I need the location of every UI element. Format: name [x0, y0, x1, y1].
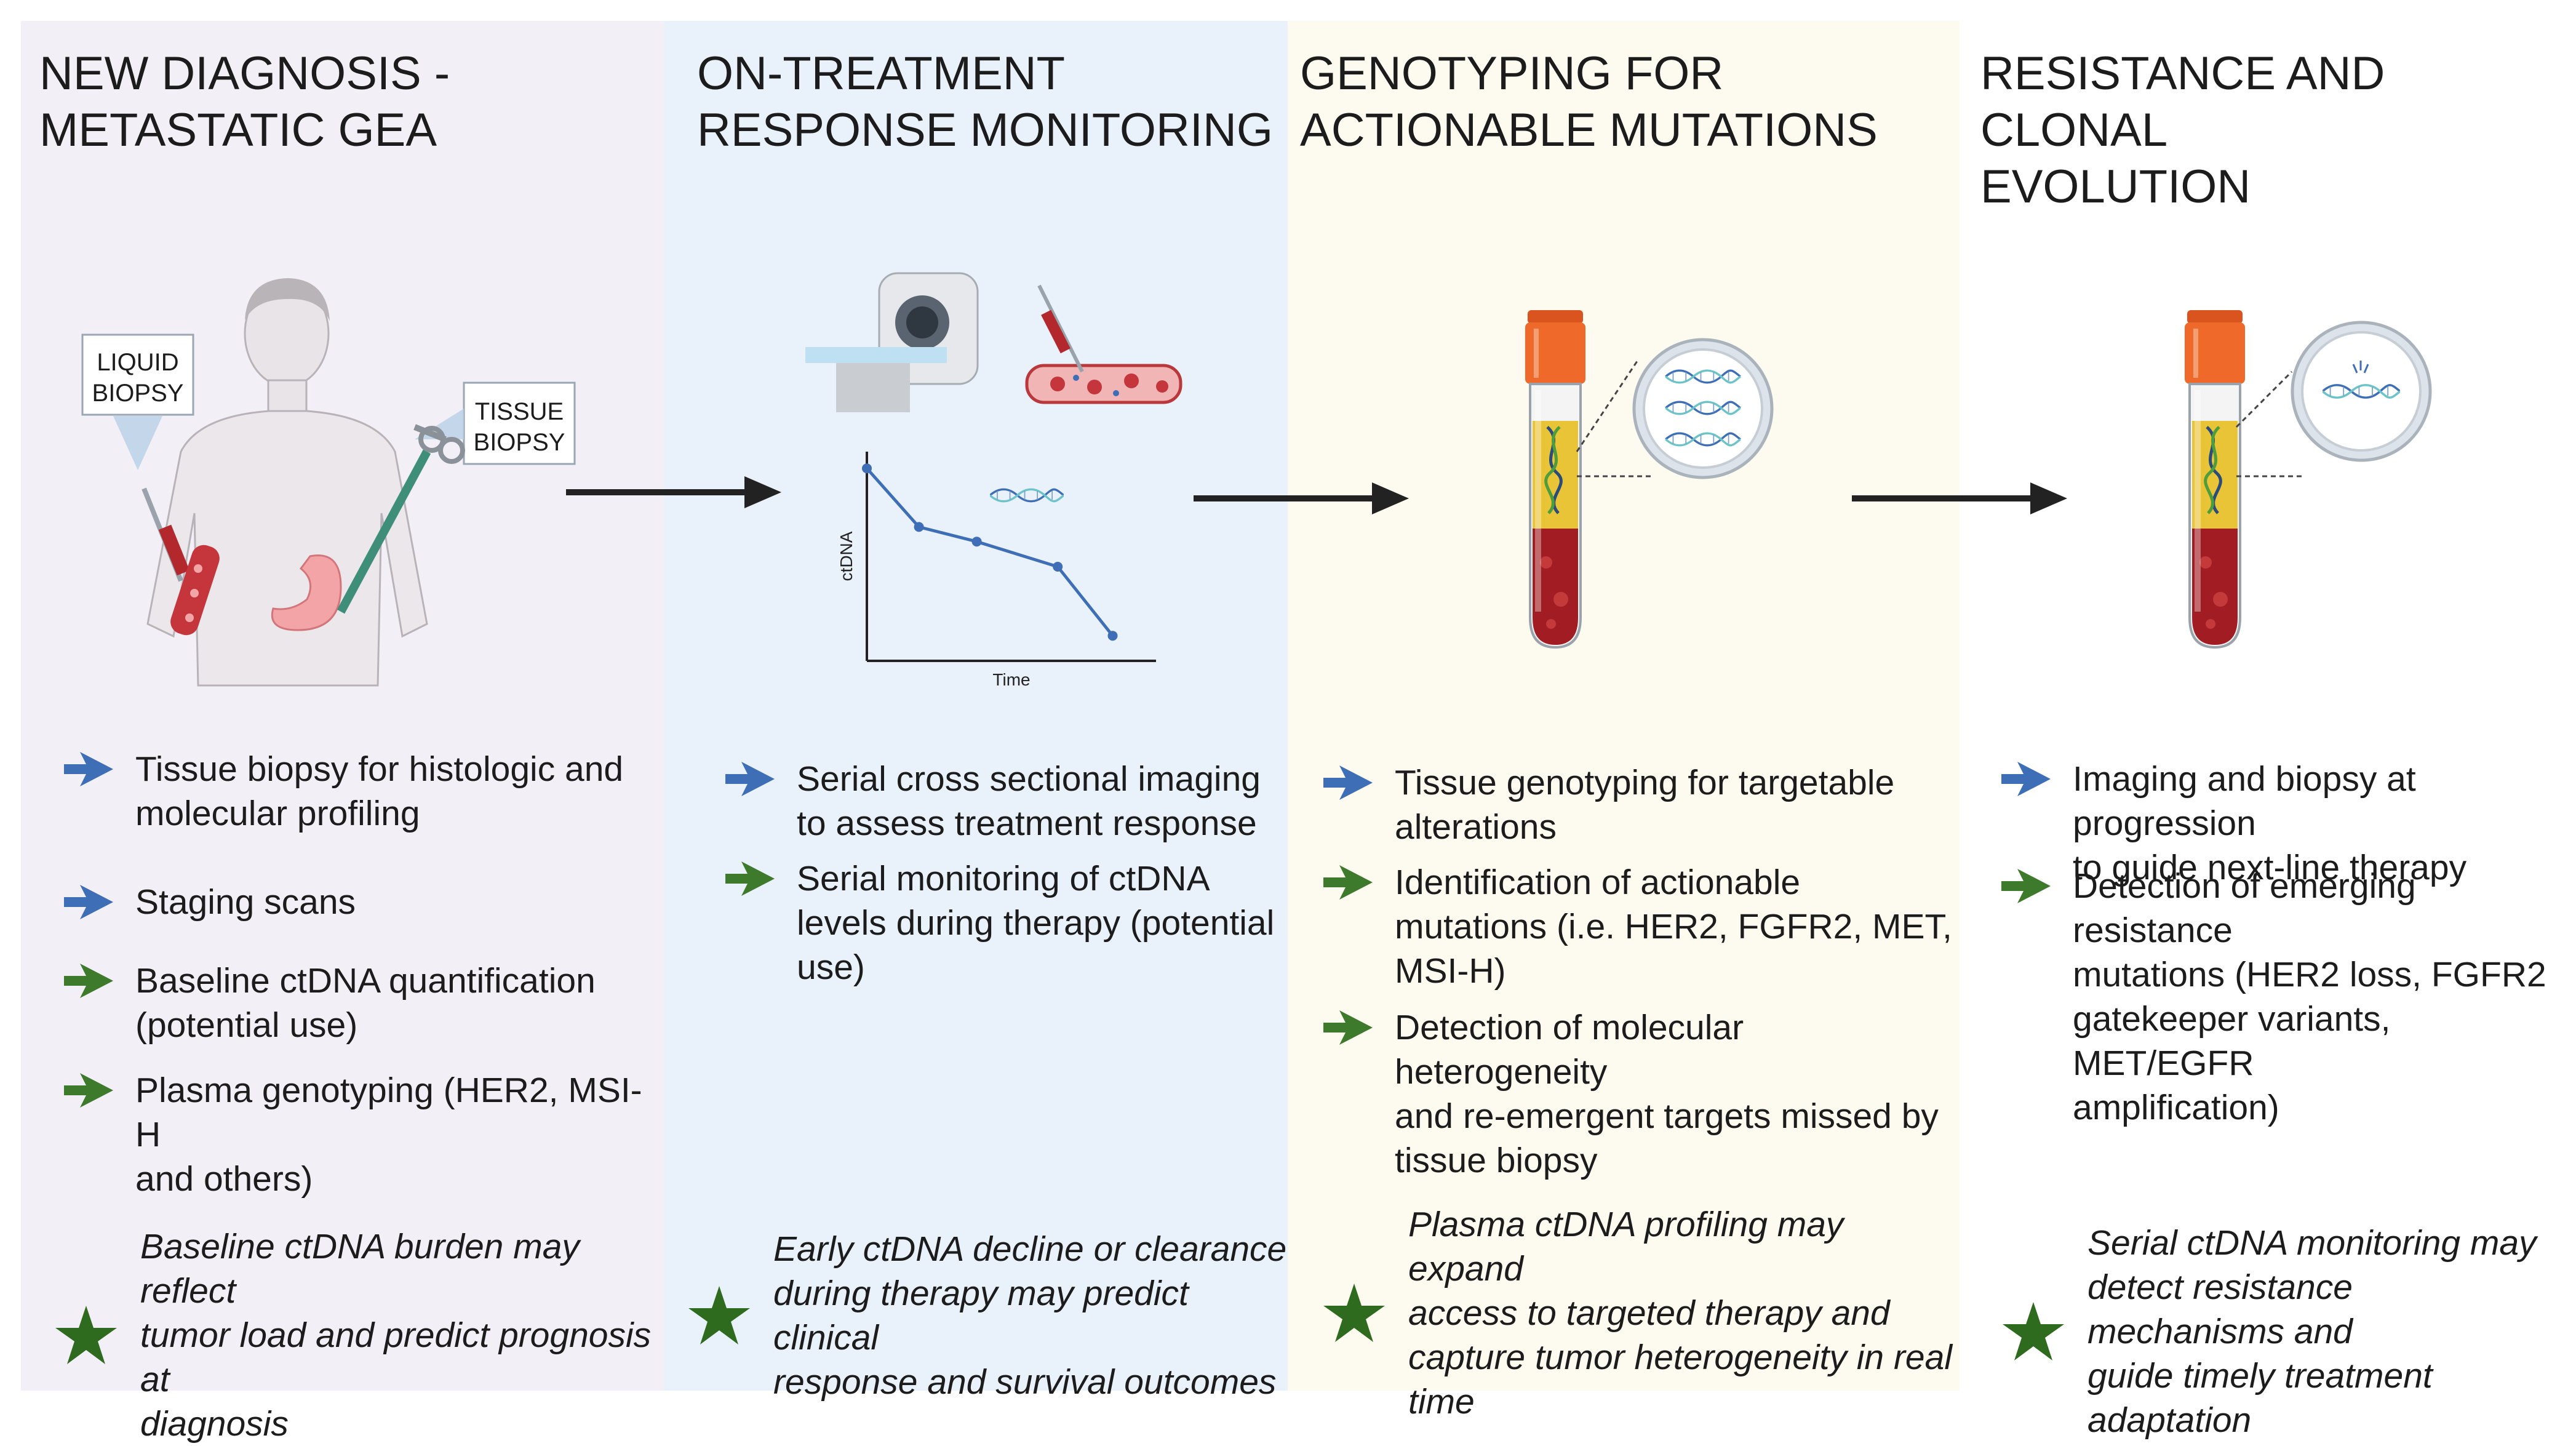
key-point: Serial ctDNA monitoring may detect resis…: [2001, 1221, 2555, 1442]
magnified-dna-icon: [2235, 321, 2432, 477]
bullet-item: Detection of molecular heterogeneity and…: [1323, 1005, 1960, 1183]
flow-arrow-icon: [566, 476, 781, 508]
bullet-item: Plasma genotyping (HER2, MSI-H and other…: [64, 1068, 664, 1201]
bullet-text: Tissue biopsy for histologic and molecul…: [135, 749, 624, 833]
key-point-text: Serial ctDNA monitoring may detect resis…: [2088, 1223, 2537, 1440]
star-icon: [687, 1285, 751, 1346]
bullet-text: Imaging and biopsy at progression to gui…: [2073, 759, 2467, 887]
bullet-item: Tissue biopsy for histologic and molecul…: [64, 747, 623, 836]
bullet-item: Baseline ctDNA quantification (potential…: [64, 959, 596, 1047]
magnified-dna-icon: [1576, 338, 1774, 479]
panel-title: ON-TREATMENT RESPONSE MONITORING: [697, 47, 1274, 156]
green-arrow-icon: [2001, 868, 2051, 905]
bullet-text: Plasma genotyping (HER2, MSI-H and other…: [135, 1071, 642, 1199]
panel-genotyping: GENOTYPING FOR ACTIONABLE MUTATIONS Tiss…: [1288, 21, 1960, 1421]
green-arrow-icon: [64, 962, 113, 999]
blue-arrow-icon: [1323, 764, 1373, 801]
bullet-item: Staging scans: [64, 880, 356, 924]
blood-tube-icon: [1525, 310, 1585, 647]
chart-y-label: ctDNA: [837, 531, 856, 581]
blue-arrow-icon: [64, 884, 113, 921]
bullet-text: Detection of emerging resistance mutatio…: [2073, 866, 2546, 1127]
bullet-item: Identification of actionable mutations (…: [1323, 860, 1952, 993]
green-arrow-icon: [64, 1072, 113, 1109]
monitoring-illustration: ctDNA Time: [805, 272, 1182, 689]
blue-arrow-icon: [725, 761, 775, 797]
tissue-biopsy-text: TISSUE BIOPSY: [473, 398, 565, 456]
stomach-icon: [271, 554, 342, 631]
ctdna-chart: ctDNA Time: [837, 452, 1156, 689]
syringe-icon: [142, 487, 190, 582]
star-icon: [54, 1304, 118, 1366]
ctdna-point: [1053, 562, 1063, 572]
bullet-text: Serial cross sectional imaging to assess…: [797, 759, 1261, 843]
ct-scanner-icon: [805, 272, 979, 412]
patient-biopsy-illustration: [81, 278, 576, 687]
bullet-text: Baseline ctDNA quantification (potential…: [135, 961, 596, 1045]
key-point: Plasma ctDNA profiling may expand access…: [1322, 1202, 1960, 1424]
panel-title: NEW DIAGNOSIS - METASTATIC GEA: [39, 47, 450, 156]
ctdna-point: [862, 463, 872, 474]
resistance-illustration: [1960, 292, 2432, 735]
bullet-item: Serial monitoring of ctDNA levels during…: [725, 857, 1274, 989]
panel-new-diagnosis: NEW DIAGNOSIS - METASTATIC GEA: [21, 21, 664, 1444]
blue-arrow-icon: [64, 751, 113, 788]
liquid-biopsy-callout: [81, 334, 194, 470]
blood-tube-icon: [2185, 310, 2245, 647]
ctdna-point: [914, 522, 924, 532]
flow-arrow-icon: [1852, 482, 2067, 514]
bullet-item: Detection of emerging resistance mutatio…: [2001, 864, 2555, 1130]
flow-arrow-icon: [1194, 482, 1409, 514]
green-arrow-icon: [1323, 1009, 1373, 1046]
key-point: Baseline ctDNA burden may reflect tumor …: [54, 1224, 664, 1446]
ctdna-point: [971, 537, 982, 547]
star-icon: [1322, 1282, 1386, 1344]
genotyping-illustration: [1288, 292, 1774, 735]
panel-on-treatment: ON-TREATMENT RESPONSE MONITORING ctDNA Ti…: [664, 21, 1288, 1402]
panel-resistance: RESISTANCE AND CLONAL EVOLUTION Imaging …: [1960, 21, 2555, 1440]
key-point-text: Plasma ctDNA profiling may expand access…: [1408, 1205, 1953, 1421]
green-arrow-icon: [1323, 864, 1373, 901]
bullet-item: Tissue genotyping for targetable alterat…: [1323, 761, 1894, 849]
green-arrow-icon: [725, 860, 775, 897]
panel-title: RESISTANCE AND CLONAL EVOLUTION: [1980, 47, 2385, 213]
liquid-biopsy-text: LIQUID BIOPSY: [92, 349, 184, 407]
bullet-item: Imaging and biopsy at progression to gui…: [2001, 757, 2555, 890]
bullet-text: Serial monitoring of ctDNA levels during…: [797, 859, 1275, 987]
key-point-text: Early ctDNA decline or clearance during …: [773, 1229, 1287, 1402]
bullet-item: Serial cross sectional imaging to assess…: [725, 757, 1261, 845]
ctdna-point: [1107, 631, 1118, 641]
blood-vessel-icon: [170, 545, 220, 636]
panel-title: GENOTYPING FOR ACTIONABLE MUTATIONS: [1300, 47, 1878, 156]
blood-vessel-icon: [1025, 364, 1182, 404]
ctdna-trend-line: [866, 467, 1114, 637]
dna-icon: [990, 488, 1064, 503]
biopsy-needle-icon: [337, 424, 465, 614]
chart-x-label: Time: [992, 670, 1030, 689]
star-icon: [2001, 1301, 2065, 1362]
bullet-text: Tissue genotyping for targetable alterat…: [1395, 763, 1895, 847]
bullet-text: Staging scans: [135, 882, 356, 922]
patient-body-icon: [146, 278, 428, 687]
syringe-icon: [1037, 284, 1084, 373]
key-point: Early ctDNA decline or clearance during …: [687, 1227, 1288, 1404]
bullet-text: Identification of actionable mutations (…: [1395, 863, 1952, 991]
blue-arrow-icon: [2001, 761, 2051, 797]
key-point-text: Baseline ctDNA burden may reflect tumor …: [140, 1227, 652, 1444]
bullet-text: Detection of molecular heterogeneity and…: [1395, 1008, 1939, 1180]
